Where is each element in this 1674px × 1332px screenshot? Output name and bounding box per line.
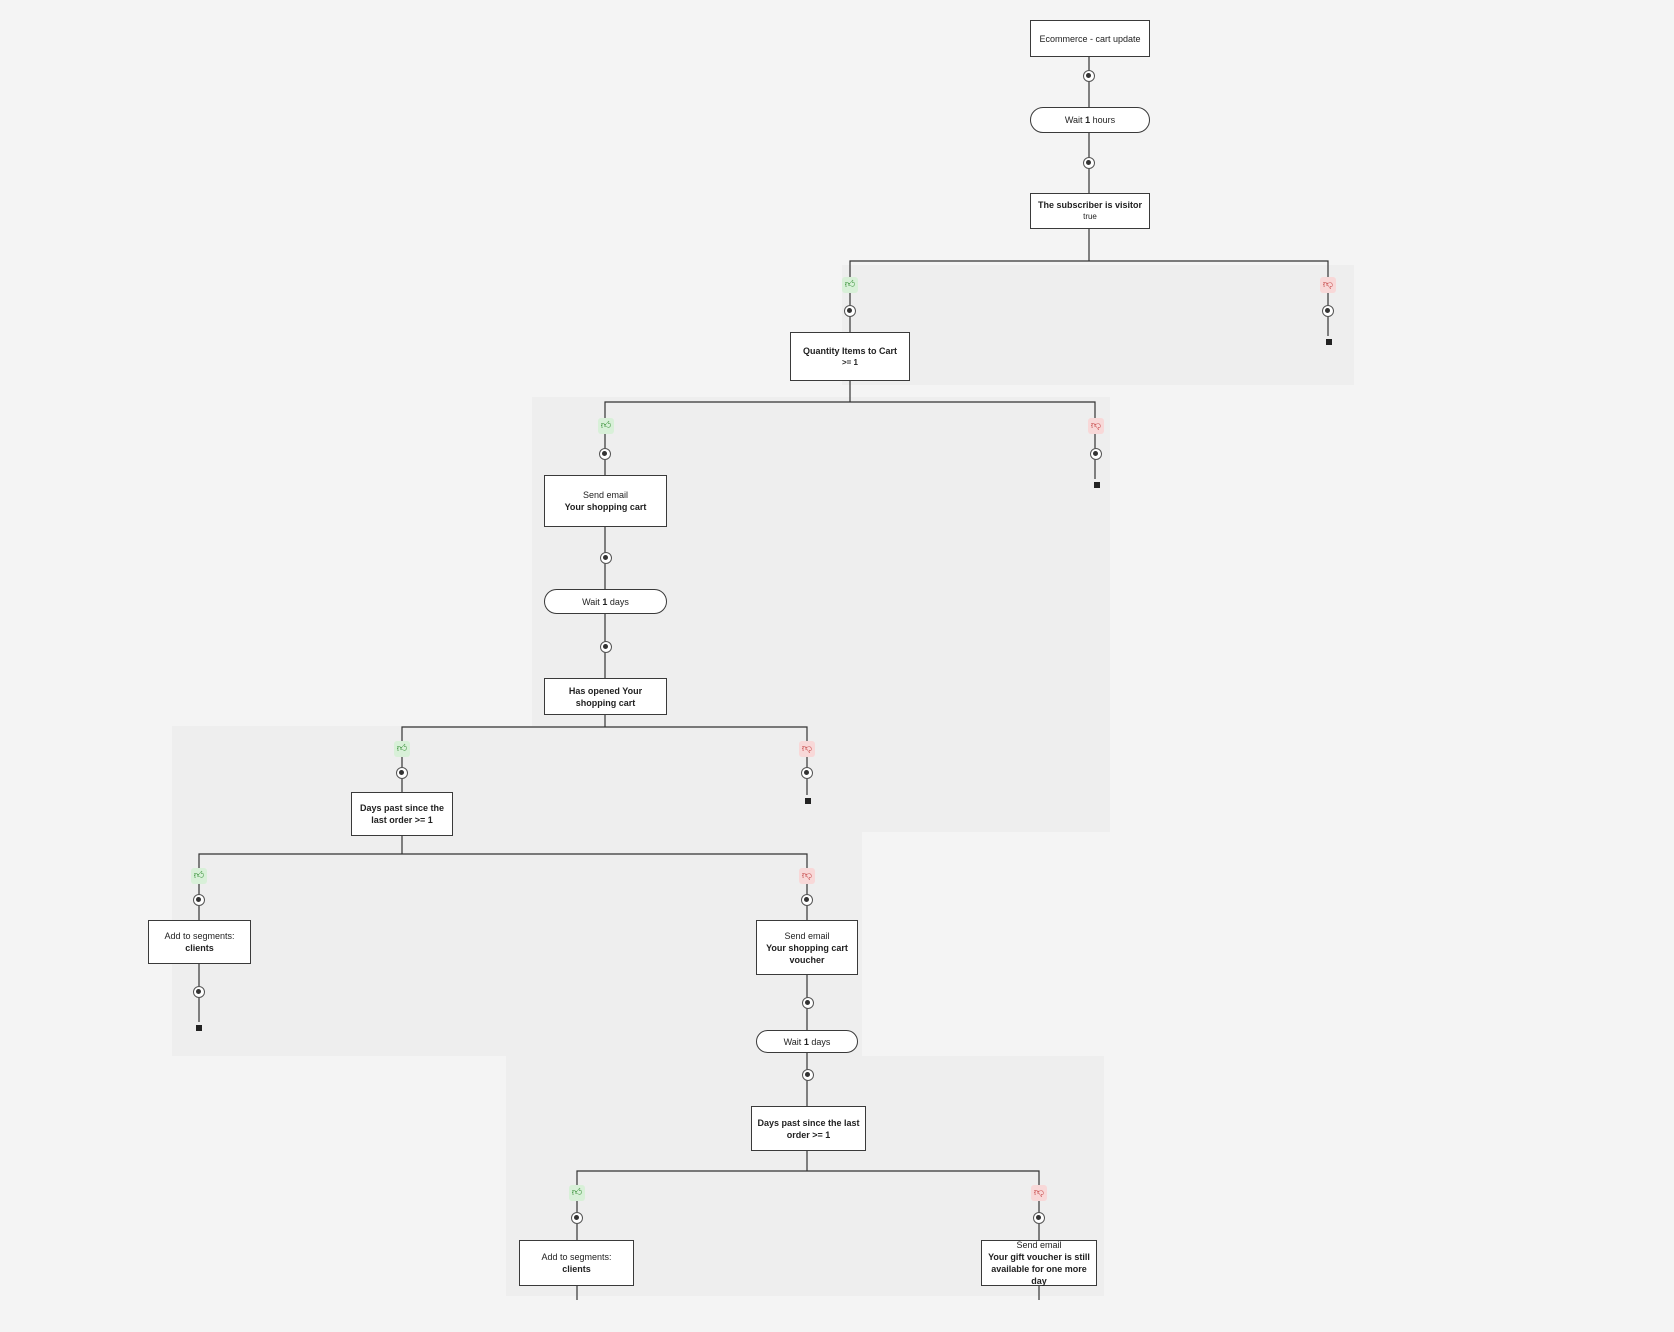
wait-prefix: Wait: [582, 596, 600, 607]
branch-zone: [842, 265, 1354, 385]
add-step-icon[interactable]: [1322, 305, 1334, 317]
wait-unit: hours: [1092, 115, 1116, 125]
add-step-icon[interactable]: [600, 641, 612, 653]
thumbs-down-icon: 👎︎: [1031, 1185, 1047, 1201]
add-step-icon[interactable]: [193, 986, 205, 998]
condition-value: >= 1: [841, 357, 858, 367]
thumbs-up-icon: 👍︎: [598, 418, 614, 434]
add-step-icon[interactable]: [1083, 70, 1095, 82]
condition-node[interactable]: Days past since the last order >= 1: [751, 1106, 866, 1151]
segment-name: clients: [185, 943, 214, 953]
stop-square-icon: [802, 795, 814, 807]
stop-square-icon: [1091, 479, 1103, 491]
action-label: Send email: [1016, 1240, 1062, 1250]
thumbs-up-icon: 👍︎: [842, 277, 858, 293]
wait-node[interactable]: Wait 1 hours: [1030, 107, 1150, 133]
condition-title: Quantity Items to Cart: [802, 345, 897, 356]
action-label: Add to segments:: [164, 931, 235, 941]
email-name: Your gift voucher is still available for…: [988, 1252, 1090, 1286]
wait-label: Wait 1 days: [784, 1036, 831, 1048]
condition-value: true: [1083, 212, 1097, 221]
add-step-icon[interactable]: [193, 894, 205, 906]
wait-value: 1: [803, 1036, 809, 1047]
wait-prefix: Wait: [783, 1036, 802, 1047]
wait-node[interactable]: Wait 1 days: [756, 1030, 858, 1053]
segment-name: clients: [562, 1264, 591, 1274]
condition-title: The subscriber is visitor: [1037, 200, 1143, 210]
add-step-icon[interactable]: [1090, 448, 1102, 460]
condition-node[interactable]: Quantity Items to Cart >= 1: [790, 332, 910, 381]
add-step-icon[interactable]: [801, 767, 813, 779]
trigger-node[interactable]: Ecommerce - cart update: [1030, 20, 1150, 57]
add-step-icon[interactable]: [802, 1069, 814, 1081]
wait-value: 1: [602, 596, 608, 607]
send-email-node[interactable]: Send email Your shopping cart voucher: [756, 920, 858, 975]
send-email-node[interactable]: Send email Your gift voucher is still av…: [981, 1240, 1097, 1286]
wait-unit: days: [811, 1036, 831, 1047]
condition-title: Has opened Your shopping cart: [568, 685, 643, 708]
condition-node[interactable]: The subscriber is visitor true: [1030, 193, 1150, 229]
action-label: Send email: [582, 490, 629, 500]
condition-node[interactable]: Days past since the last order >= 1: [351, 792, 453, 836]
action-label: Add to segments:: [541, 1252, 612, 1262]
condition-title: Days past since the last order >= 1: [757, 1117, 860, 1140]
add-step-icon[interactable]: [844, 305, 856, 317]
wait-unit: days: [609, 596, 629, 607]
email-name: Your shopping cart: [564, 502, 647, 512]
add-step-icon[interactable]: [1083, 157, 1095, 169]
add-step-icon[interactable]: [600, 552, 612, 564]
wait-node[interactable]: Wait 1 days: [544, 589, 667, 614]
condition-node[interactable]: Has opened Your shopping cart: [544, 678, 667, 715]
send-email-node[interactable]: Send email Your shopping cart: [544, 475, 667, 527]
thumbs-down-icon: 👎︎: [799, 868, 815, 884]
thumbs-down-icon: 👎︎: [1320, 277, 1336, 293]
wait-label: Wait 1 days: [582, 596, 629, 608]
wait-prefix: Wait: [1064, 115, 1083, 125]
condition-title: Days past since the last order >= 1: [359, 803, 445, 825]
add-step-icon[interactable]: [571, 1212, 583, 1224]
add-step-icon[interactable]: [1033, 1212, 1045, 1224]
add-to-segment-node[interactable]: Add to segments: clients: [519, 1240, 634, 1286]
stop-square-icon: [1323, 336, 1335, 348]
thumbs-down-icon: 👎︎: [799, 741, 815, 757]
add-step-icon[interactable]: [396, 767, 408, 779]
thumbs-up-icon: 👍︎: [394, 741, 410, 757]
action-label: Send email: [784, 930, 830, 941]
stop-square-icon: [193, 1022, 205, 1034]
thumbs-up-icon: 👍︎: [569, 1185, 585, 1201]
branch-zone: [172, 726, 862, 1056]
email-name: Your shopping cart voucher: [766, 942, 848, 965]
trigger-label: Ecommerce - cart update: [1039, 33, 1141, 44]
add-step-icon[interactable]: [802, 997, 814, 1009]
thumbs-down-icon: 👎︎: [1088, 418, 1104, 434]
add-to-segment-node[interactable]: Add to segments: clients: [148, 920, 251, 964]
add-step-icon[interactable]: [599, 448, 611, 460]
wait-label: Wait 1 hours: [1065, 114, 1115, 126]
wait-value: 1: [1085, 115, 1091, 125]
add-step-icon[interactable]: [801, 894, 813, 906]
thumbs-up-icon: 👍︎: [191, 868, 207, 884]
